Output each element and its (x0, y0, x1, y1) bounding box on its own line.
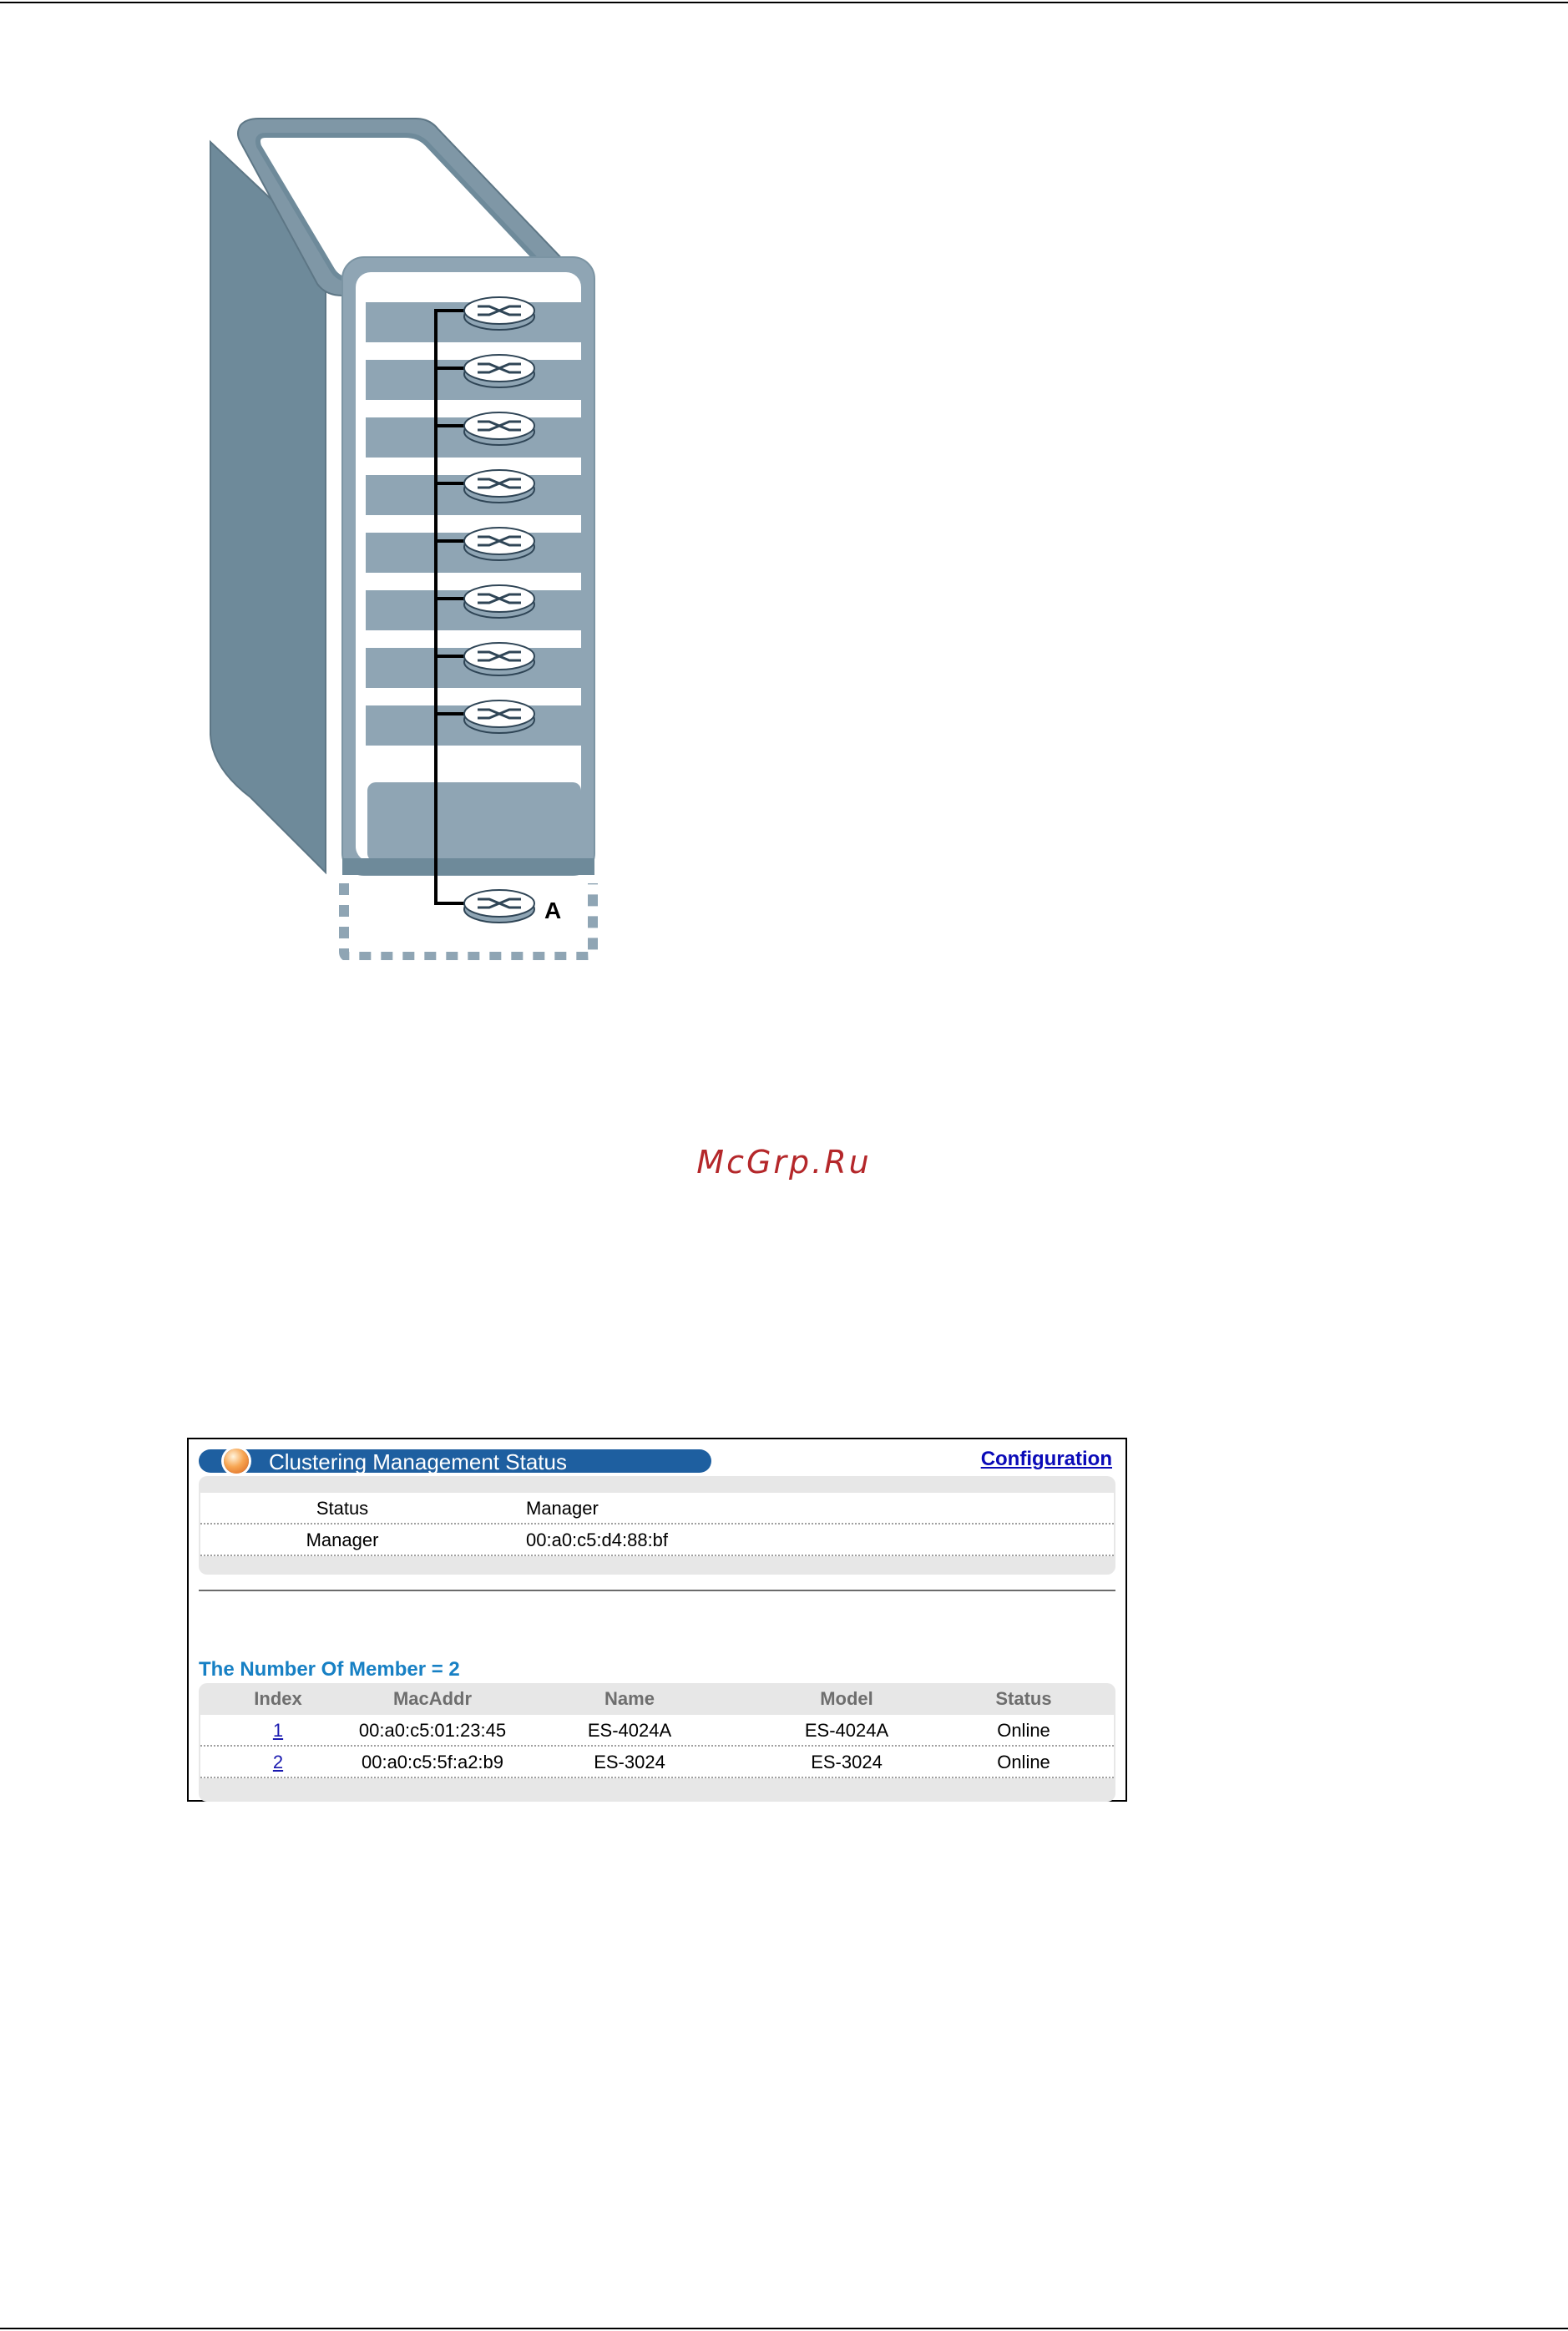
page-top-rule (0, 2, 1568, 3)
member-index-link[interactable]: 1 (273, 1720, 283, 1742)
header-status: Status (995, 1688, 1051, 1710)
switch-icon (464, 700, 534, 733)
member-name: ES-4024A (588, 1720, 671, 1742)
member-model: ES-4024A (805, 1720, 888, 1742)
stack-base-strip (342, 858, 594, 875)
member-name: ES-3024 (594, 1752, 665, 1773)
switch-icon (464, 585, 534, 618)
title-orb-icon (224, 1449, 249, 1474)
title-bar: Clustering Management Status (199, 1449, 711, 1473)
switch-stack-figure: A (200, 117, 618, 960)
switch-icon (464, 470, 534, 503)
switch-icon (464, 890, 534, 923)
stack-member-label: A (544, 898, 561, 923)
switch-icon (464, 297, 534, 330)
header-name: Name (604, 1688, 655, 1710)
status-rows: Status Manager Manager 00:a0:c5:d4:88:bf (200, 1493, 1114, 1556)
status-panel: Status Manager Manager 00:a0:c5:d4:88:bf (199, 1476, 1115, 1575)
status-row-label: Status (316, 1498, 368, 1519)
manager-row-label: Manager (306, 1530, 379, 1551)
manager-row: Manager 00:a0:c5:d4:88:bf (200, 1525, 1114, 1556)
member-rows: 1 00:a0:c5:01:23:45 ES-4024A ES-4024A On… (200, 1715, 1114, 1778)
member-status: Online (997, 1752, 1050, 1773)
header-model: Model (820, 1688, 873, 1710)
clustering-status-screen: Clustering Management Status Configurati… (187, 1438, 1127, 1802)
page-bottom-rule (0, 2328, 1568, 2329)
member-index-link[interactable]: 2 (273, 1752, 283, 1773)
stack-bottom-panel (367, 782, 581, 862)
configuration-link[interactable]: Configuration (981, 1448, 1112, 1471)
table-row: 2 00:a0:c5:5f:a2:b9 ES-3024 ES-3024 Onli… (200, 1747, 1114, 1778)
switch-icon (464, 355, 534, 387)
switch-icon (464, 643, 534, 675)
status-row-value: Manager (526, 1498, 599, 1519)
member-count-label: The Number Of Member = 2 (199, 1658, 460, 1681)
table-row: 1 00:a0:c5:01:23:45 ES-4024A ES-4024A On… (200, 1715, 1114, 1747)
watermark: McGrp.Ru (0, 1144, 1568, 1181)
header-macaddr: MacAddr (393, 1688, 472, 1710)
status-row: Status Manager (200, 1493, 1114, 1525)
member-mac: 00:a0:c5:01:23:45 (359, 1720, 506, 1742)
switch-icon (464, 412, 534, 445)
manager-row-value: 00:a0:c5:d4:88:bf (526, 1530, 668, 1551)
member-mac: 00:a0:c5:5f:a2:b9 (362, 1752, 503, 1773)
member-status: Online (997, 1720, 1050, 1742)
page-title: Clustering Management Status (269, 1451, 567, 1473)
header-index: Index (254, 1688, 301, 1710)
member-model: ES-3024 (811, 1752, 883, 1773)
section-divider (199, 1590, 1115, 1591)
member-table: Index MacAddr Name Model Status 1 00:a0:… (199, 1683, 1115, 1802)
switch-icon (464, 528, 534, 560)
